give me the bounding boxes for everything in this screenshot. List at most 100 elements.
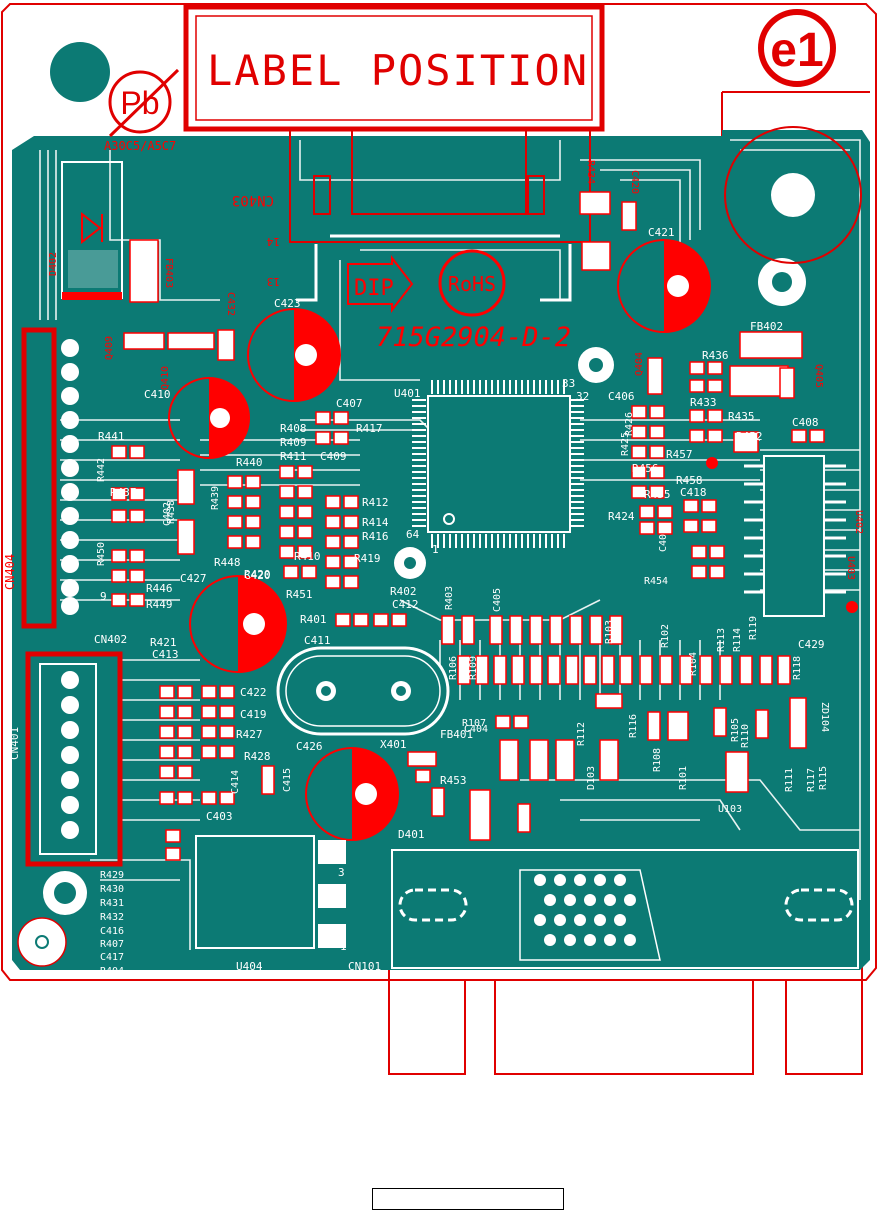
footer-box bbox=[372, 1188, 564, 1210]
x401-crystal bbox=[276, 646, 450, 736]
pin-32: 32 bbox=[576, 390, 589, 403]
r407-label: R407 bbox=[100, 939, 124, 950]
pin-1: 1 bbox=[432, 543, 439, 556]
label-position-box: LABEL POSITION bbox=[183, 4, 605, 132]
r117-label: R117 bbox=[806, 768, 817, 792]
c405-label: C405 bbox=[492, 588, 503, 612]
r106-label: R106 bbox=[448, 656, 459, 680]
board-code: A30C5/A5C7 bbox=[104, 139, 176, 153]
chip-labels: U401 U402 U403 U404 U103 X401 D401 D402 … bbox=[48, 252, 864, 973]
c410-label: C410 bbox=[144, 388, 171, 401]
r115-label: R115 bbox=[818, 766, 829, 790]
r450-label: R450 bbox=[96, 542, 107, 566]
r426-label: R426 bbox=[624, 412, 635, 436]
c409-label: C409 bbox=[320, 450, 347, 463]
d402-diode bbox=[61, 161, 123, 300]
e1-certification-mark: e1 bbox=[758, 9, 836, 87]
c407-label: C407 bbox=[336, 397, 363, 410]
fiducial-dots bbox=[706, 457, 858, 613]
pb-text: Pb bbox=[120, 85, 159, 121]
cn402-label: CN402 bbox=[94, 633, 127, 646]
r440-label: R440 bbox=[236, 456, 263, 469]
r432-label: R432 bbox=[100, 912, 124, 923]
r433-label: R433 bbox=[690, 396, 717, 409]
r401-label: R401 bbox=[300, 613, 327, 626]
c412-label: C412 bbox=[392, 598, 419, 611]
pb-free-mark: Pb bbox=[108, 68, 180, 138]
r411-label: R411 bbox=[280, 450, 307, 463]
r408-label: R408 bbox=[280, 422, 307, 435]
c402-label: C402 bbox=[162, 502, 173, 526]
q409-label: Q409 bbox=[104, 336, 115, 360]
r453-label: R453 bbox=[440, 774, 467, 787]
fb403-label: FB403 bbox=[163, 258, 174, 288]
c417-label: C417 bbox=[100, 952, 124, 963]
capacitor-labels: C423 C410 C421 C420 C420 C426 C432 C407 … bbox=[100, 170, 825, 963]
c421-label: C421 bbox=[648, 226, 675, 239]
r431-label: R431 bbox=[100, 898, 124, 909]
r109-label: R109 bbox=[468, 656, 479, 680]
r118-label: R118 bbox=[792, 656, 803, 680]
r424-label: R424 bbox=[608, 510, 635, 523]
r414-label: R414 bbox=[362, 516, 389, 529]
r436-label: R436 bbox=[702, 349, 729, 362]
rohs-mark: RoHS bbox=[438, 249, 506, 317]
cn101-connector bbox=[391, 849, 859, 969]
c420b-label: C420 bbox=[244, 569, 271, 582]
r434-label: R434 bbox=[585, 160, 596, 184]
r457-label: R457 bbox=[666, 448, 693, 461]
q405-label: Q405 bbox=[813, 364, 824, 388]
e1-text: e1 bbox=[770, 24, 823, 77]
r101-label: R101 bbox=[678, 766, 689, 790]
d401-label: D401 bbox=[398, 828, 425, 841]
r416-label: R416 bbox=[362, 530, 389, 543]
part-number: 715G2904-D-2 bbox=[376, 322, 571, 353]
r402-label: R402 bbox=[390, 585, 417, 598]
r403-label: R403 bbox=[444, 586, 455, 610]
c415-label: C415 bbox=[282, 768, 293, 792]
r410-label: R410 bbox=[294, 550, 321, 563]
r409-label: R409 bbox=[280, 436, 307, 449]
c427-label: C427 bbox=[180, 572, 207, 585]
d402-label: D402 bbox=[48, 252, 59, 276]
r452-label: R452 bbox=[736, 430, 763, 443]
r112-label: R112 bbox=[576, 722, 587, 746]
pin-3: 3 bbox=[338, 866, 345, 879]
cn401-label: CN401 bbox=[8, 727, 21, 760]
x401-label: X401 bbox=[380, 738, 407, 751]
r417-label: R417 bbox=[356, 422, 383, 435]
mounting-holes bbox=[17, 42, 862, 967]
c404-label: C404 bbox=[464, 724, 488, 735]
c413-label: C413 bbox=[152, 648, 179, 661]
r119-label: R119 bbox=[748, 616, 759, 640]
electrolytic-capacitors bbox=[168, 239, 711, 841]
r104-label: R104 bbox=[688, 652, 699, 676]
dip-text: DIP bbox=[354, 276, 394, 301]
u404-label: U404 bbox=[236, 960, 263, 973]
r427-label: R427 bbox=[236, 728, 263, 741]
c422-label: C422 bbox=[240, 686, 267, 699]
c414-label: C414 bbox=[230, 770, 241, 794]
r437-label: R437 bbox=[110, 486, 137, 499]
c416-label: C416 bbox=[100, 926, 124, 937]
cn401-outline bbox=[25, 651, 123, 867]
r105-label: R105 bbox=[730, 718, 741, 742]
d103-label: D103 bbox=[586, 766, 597, 790]
r442-label: R442 bbox=[96, 458, 107, 482]
resistor-labels: R434 R436 R435 R433 R452 R457 R456 R458 … bbox=[96, 160, 829, 977]
u404-regulator bbox=[195, 835, 346, 949]
dip-mark: DIP bbox=[347, 255, 414, 313]
q410-label: Q410 bbox=[160, 366, 171, 390]
r425-label: R425 bbox=[620, 432, 631, 456]
c403-label: C403 bbox=[206, 810, 233, 823]
r439-label: R439 bbox=[210, 486, 221, 510]
r404-label: R404 bbox=[100, 966, 124, 977]
r428-label: R428 bbox=[244, 750, 271, 763]
c401-label: C401 bbox=[658, 528, 669, 552]
c411-label: C411 bbox=[304, 634, 331, 647]
cn404-label: CN404 bbox=[3, 554, 17, 590]
r420-label: R420 bbox=[244, 568, 271, 581]
r430-label: R430 bbox=[100, 884, 124, 895]
pin-labels: 14 13 64 1 33 32 9 3 1 bbox=[100, 235, 589, 953]
